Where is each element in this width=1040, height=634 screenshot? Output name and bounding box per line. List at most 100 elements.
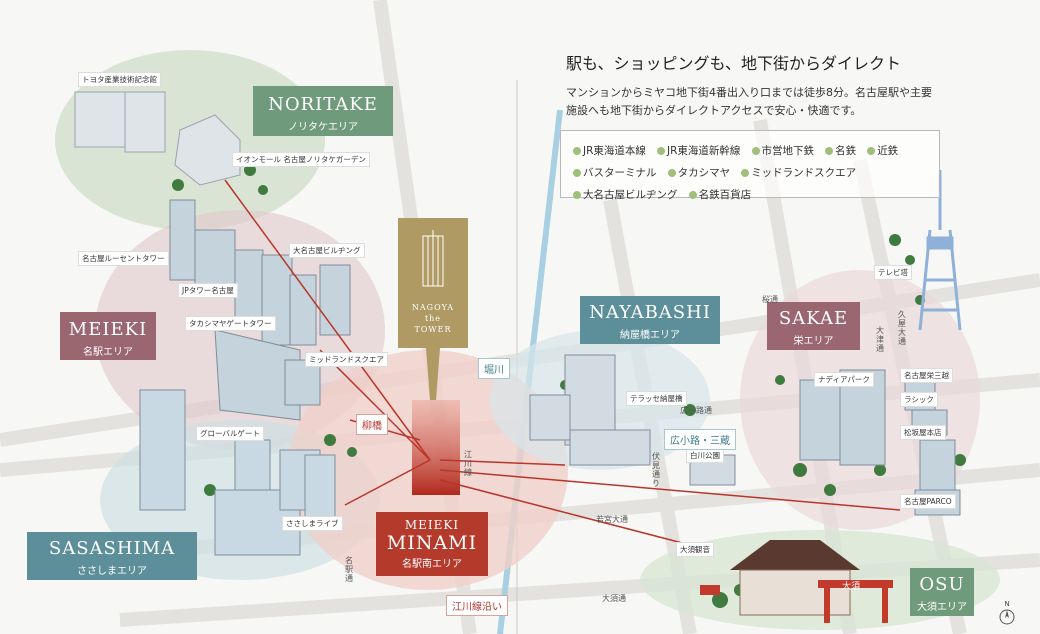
landmark-shirakawa-park: 白川公園 [686,448,724,463]
road-label-otsu-dori: 大津通 [876,326,884,353]
area-label-meieki-minami: MEIEKI MINAMI 名駅南エリア [376,512,488,576]
area-name-ja: ささしまエリア [77,566,147,577]
area-label-sakae: SAKAE 栄エリア [767,302,860,350]
facility-legend: JR東海道本線 JR東海道新幹線 市営地下鉄 名鉄 近鉄 バスターミナル タカシ… [560,130,940,201]
area-name-en: MEIEKI [68,319,148,340]
legend-item: 大名古屋ビルヂング [573,186,678,205]
legend-label: バスターミナル [583,167,657,179]
landmark-aeon: イオンモール 名古屋ノリタケガーデン [232,152,370,167]
legend-item: 名鉄 [825,142,856,161]
tower-logo-icon [422,230,444,287]
sasashima-buildings [139,389,336,556]
road-label-hirokoji: 広小路通 [680,406,712,415]
noritake-buildings [74,91,241,186]
tower-name-line3: TOWER [414,325,452,334]
road-label-fushimi: 伏見通り [652,452,660,488]
landmark-tv-tower: テレビ塔 [874,265,912,280]
legend-label: JR東海道新幹線 [667,145,741,157]
legend-label: 市営地下鉄 [761,145,815,157]
road-label-hisaya: 久屋大通 [898,310,906,346]
legend-dot-icon [688,191,697,199]
tag-hirokoji-sanjo: 広小路・三蔵 [664,429,736,450]
road-label-egawa-line: 江川線 [464,450,472,477]
landmark-global-gate: グローバルゲート [196,426,264,441]
compass-label: N [1004,600,1010,608]
landmark-osu-kannon: 大須観音 [676,542,714,557]
landmark-mitsukoshi: 名古屋栄三越 [900,368,953,383]
nagoya-the-tower-sign: NAGOYA the TOWER [398,218,468,348]
area-name-ja: ノリタケエリア [288,122,358,133]
area-name-ja: 納屋橋エリア [620,330,680,341]
lead-text: マンションからミヤコ地下街4番出入り口までは徒歩8分。名古屋駅や主要施設へも地下… [566,86,932,117]
tag-egawa: 江川線沿い [446,595,508,616]
legend-dot-icon [573,147,581,155]
meieki-buildings [169,199,351,421]
landmark-toyota: トヨタ産業技術記念館 [78,72,161,87]
landmark-midland: ミッドランドスクエア [305,352,388,367]
area-name-ja: 大須エリア [917,602,967,613]
legend-item: タカシマヤ [667,164,731,183]
area-name-en: MINAMI [386,532,478,554]
area-label-meieki: MEIEKI 名駅エリア [60,312,156,360]
legend-label: JR東海道本線 [583,145,646,157]
landmark-terrace-nayabashi: テラッセ納屋橋 [626,391,687,406]
landmark-daibiru: 大名古屋ビルヂング [289,243,365,258]
area-label-osu: OSU 大須エリア [910,568,974,616]
legend-item: JR東海道本線 [573,142,646,161]
landmark-jp-tower: JPタワー名古屋 [178,283,238,298]
road-label-wakamiya: 若宮大通 [596,515,628,524]
legend-label: 名鉄 [835,145,857,157]
area-name-en: NORITAKE [268,94,378,115]
legend-label: タカシマヤ [677,167,731,179]
legend-dot-icon [741,169,750,177]
legend-label: 近鉄 [877,145,899,157]
legend-dot-icon [573,191,581,199]
legend-label: ミッドランドスクエア [751,167,857,179]
road-label-sakura: 桜通 [762,295,778,304]
legend-label: 名鉄百貨店 [698,189,752,201]
area-name-en: SASASHIMA [48,538,176,559]
legend-dot-icon [867,147,876,155]
legend-item: 名鉄百貨店 [688,186,752,205]
area-name-ja: 名駅南エリア [402,559,462,570]
tower-name-line2: the [424,314,442,323]
area-name-en: OSU [919,574,965,595]
osu-kannon-temple [700,540,893,623]
legend-item: ミッドランドスクエア [741,164,856,183]
area-label-nayabashi: NAYABASHI 納屋橋エリア [580,296,720,344]
area-label-sasashima: SASASHIMA ささしまエリア [27,532,197,580]
north-compass: N [998,600,1016,628]
area-name-ja: 名駅エリア [83,347,133,358]
landmark-takashimaya-gate: タカシマヤゲートタワー [185,316,276,331]
road-label-meieki: 名駅通 [345,556,353,583]
area-label-noritake: NORITAKE ノリタケエリア [253,86,393,136]
tv-tower-drawing [918,170,962,331]
tag-horikawa: 堀川 [478,358,510,379]
osu-gate-sign: 大須 [842,582,861,592]
legend-dot-icon [657,147,665,155]
road-label-otsu: 大須通 [602,594,626,603]
landmark-lucent: 名古屋ルーセントタワー [78,251,169,266]
area-name-en: NAYABASHI [589,302,711,323]
area-name-en: MEIEKI [404,518,460,532]
area-name-en: SAKAE [778,308,849,329]
headline: 駅も、ショッピングも、地下街からダイレクト [566,54,902,73]
landmark-nadya-park: ナディアパーク [814,372,874,387]
tag-yanagibashi: 柳橋 [356,414,388,435]
legend-item: バスターミナル [573,164,657,183]
legend-item: 近鉄 [867,142,898,161]
compass-icon [999,609,1015,625]
tower-red-column [412,400,460,495]
legend-item: JR東海道新幹線 [657,142,740,161]
legend-dot-icon [667,169,676,177]
legend-dot-icon [825,147,834,155]
landmark-parco: 名古屋PARCO [900,494,956,509]
tower-name-line1: NAGOYA [411,303,455,312]
legend-label: 大名古屋ビルヂング [583,189,678,201]
route-arrows [224,179,901,546]
tower-pointer [426,348,440,400]
landmark-matsuzakaya: 松坂屋本店 [900,425,946,440]
legend-dot-icon [751,147,760,155]
area-name-ja: 栄エリア [793,336,834,347]
